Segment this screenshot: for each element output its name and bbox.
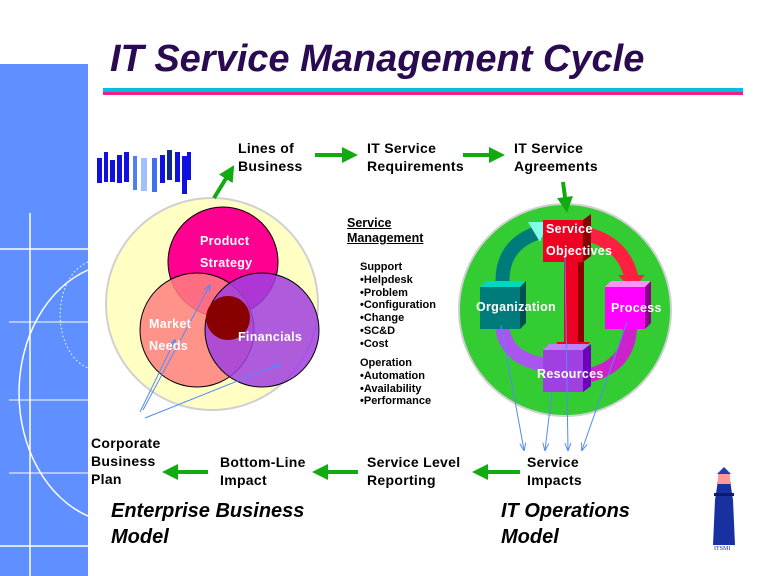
page-title: IT Service Management Cycle xyxy=(110,38,645,80)
title-rule-cyan xyxy=(103,88,743,92)
support-list: Support •Helpdesk •Problem •Configuratio… xyxy=(360,261,436,350)
cycle-resources: Resources xyxy=(537,367,604,381)
flow-arrows xyxy=(162,147,573,480)
venn-financials: Financials xyxy=(238,330,303,344)
cycle-diagram xyxy=(480,214,651,392)
lighthouse-logo xyxy=(713,467,735,545)
connector-lines xyxy=(139,257,628,450)
operation-list: Operation •Automation •Availability •Per… xyxy=(360,357,432,408)
people-icon xyxy=(97,150,191,194)
cycle-process: Process xyxy=(611,301,662,315)
cycle-organization: Organization xyxy=(476,300,556,314)
venn-diagram xyxy=(139,206,320,388)
decorative-panel xyxy=(0,64,89,576)
title-rule-magenta xyxy=(103,92,743,95)
logo-text: ITSMI xyxy=(714,546,731,552)
